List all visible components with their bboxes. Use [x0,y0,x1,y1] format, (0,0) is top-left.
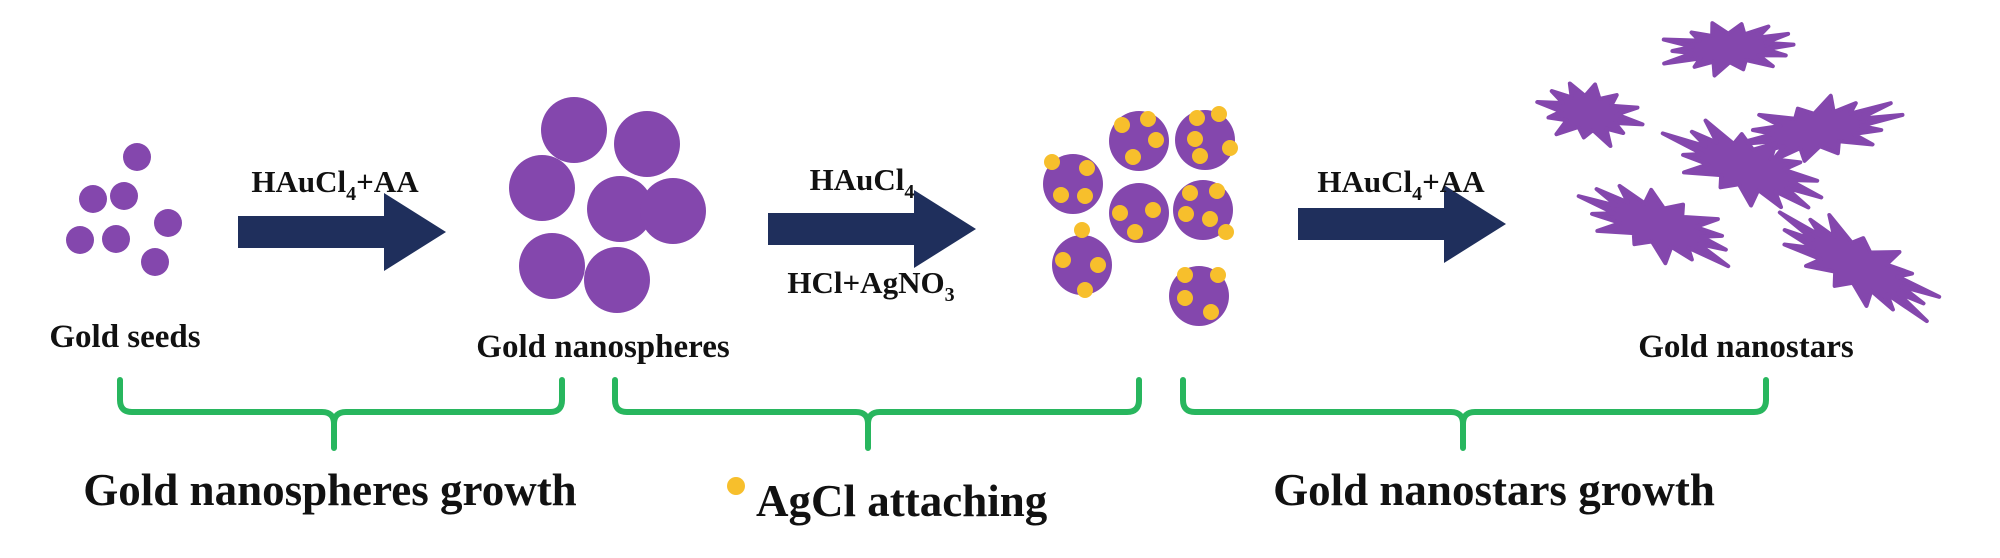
reaction-arrow-2 [768,190,976,268]
gold-nanostar [1535,81,1645,148]
gold-nanostar [1660,118,1824,210]
gold-nanospheres-cluster [509,97,706,313]
reaction-arrow-3 [1298,185,1506,263]
reagent-label-step1: HAuCl4+AA [251,164,419,205]
gold-nanostar [1576,183,1731,269]
phase-label-3: Gold nanostars growth [1273,465,1715,515]
reagent-label-step2-top: HAuCl4 [810,162,915,203]
agcl-decorated-nanospheres [1043,106,1238,326]
phase-bracket-2 [612,377,1142,451]
phase-bracket-1 [117,377,565,451]
stage-label-nanospheres: Gold nanospheres [476,329,730,365]
reaction-arrow-1 [238,193,446,271]
gold-nanostars-cluster [1535,21,1942,324]
reagent-label-step3: HAuCl4+AA [1317,164,1485,205]
gold-nanostar [1777,210,1942,324]
gold-seeds-cluster [66,143,182,276]
stage-label-nanostars: Gold nanostars [1638,329,1854,365]
agcl-dot-icon [727,477,745,495]
gold-nanostar [1661,21,1796,78]
phase-label-1: Gold nanospheres growth [83,465,576,515]
phase-bracket-3 [1180,377,1769,451]
reagent-label-step2-bottom: HCl+AgNO3 [787,265,954,306]
phase-label-2: AgCl attaching [756,476,1048,526]
stage-label-seeds: Gold seeds [49,319,200,355]
